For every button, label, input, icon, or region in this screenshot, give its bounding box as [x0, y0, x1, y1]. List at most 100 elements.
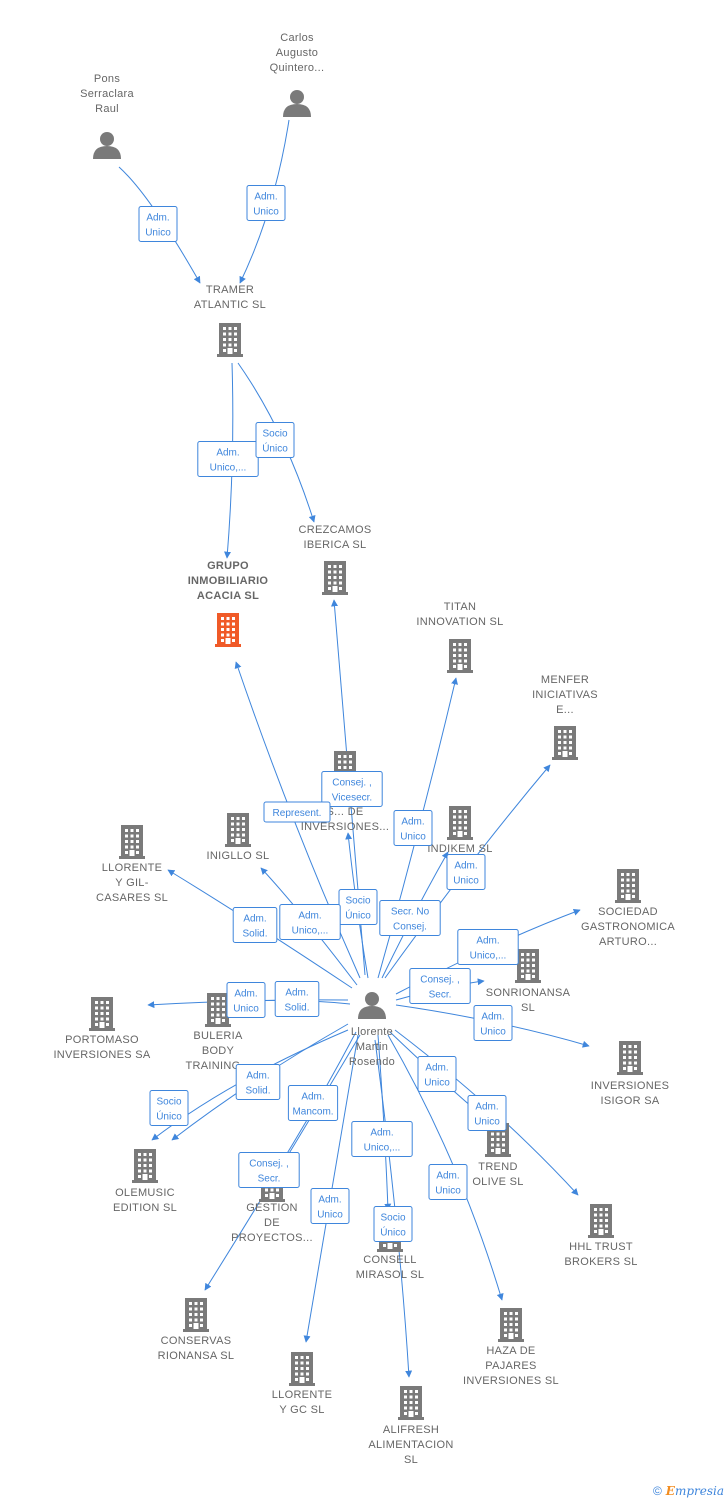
- building-icon[interactable]: [615, 869, 641, 903]
- role-text: Adm.: [298, 911, 321, 922]
- role-text: Adm.: [246, 1071, 269, 1082]
- edges-layer: [118, 119, 590, 1378]
- node-label-buleria: BULERIA: [193, 1030, 243, 1042]
- role-text: Secr.: [258, 1174, 281, 1185]
- role-badge-r11: Adm. Solid.: [232, 907, 278, 943]
- building-icon[interactable]: [119, 825, 145, 859]
- node-sociedad[interactable]: SOCIEDADGASTRONOMICAARTURO...: [581, 869, 675, 948]
- building-icon[interactable]: [215, 613, 241, 647]
- node-tramer[interactable]: TRAMER ATLANTIC SL: [194, 284, 266, 357]
- role-badge-r7: Adm.Unico: [393, 810, 433, 846]
- brand-name: Empresia: [665, 1484, 724, 1498]
- role-text: Solid.: [242, 929, 267, 940]
- building-icon[interactable]: [588, 1204, 614, 1238]
- building-icon[interactable]: [447, 639, 473, 673]
- node-label-trend: OLIVE SL: [472, 1176, 523, 1188]
- node-indikem[interactable]: INDIKEM SL: [427, 806, 492, 855]
- building-icon[interactable]: [289, 1352, 315, 1386]
- role-badge-r18: Adm. Solid.: [235, 1064, 281, 1100]
- building-icon[interactable]: [183, 1298, 209, 1332]
- building-icon[interactable]: [498, 1308, 524, 1342]
- building-icon[interactable]: [225, 813, 251, 847]
- node-menfer[interactable]: MENFERINICIATIVASE...: [532, 674, 598, 760]
- node-label-carlos: Carlos: [280, 32, 314, 44]
- building-icon[interactable]: [515, 949, 541, 983]
- role-text: Unico: [400, 832, 426, 843]
- person-icon[interactable]: [93, 132, 121, 159]
- role-text: Adm.: [243, 914, 266, 925]
- role-badge-r6: Represent.: [263, 801, 331, 823]
- node-label-menfer: MENFER: [541, 674, 589, 686]
- node-label-consell: MIRASOL SL: [356, 1269, 425, 1281]
- building-icon[interactable]: [132, 1149, 158, 1183]
- node-label-portomaso: PORTOMASO: [65, 1034, 139, 1046]
- empresia-watermark: ©Empresia: [653, 1484, 724, 1498]
- building-icon[interactable]: [552, 726, 578, 760]
- node-iniglo[interactable]: INIGLLO SL: [207, 813, 270, 862]
- node-label-isigor: ISIGOR SA: [601, 1095, 660, 1107]
- role-badge-r1: Adm.Unico: [138, 206, 178, 242]
- node-label-alifresh: ALIMENTACION: [368, 1439, 453, 1451]
- node-label-buleria: BODY: [202, 1045, 235, 1057]
- role-text: Socio: [345, 896, 370, 907]
- node-label-conservas: RIONANSA SL: [158, 1350, 235, 1362]
- node-label-alifresh: ALIFRESH: [383, 1424, 439, 1436]
- role-text: Adm.: [475, 1102, 498, 1113]
- role-badge-r8: Adm.Unico: [446, 854, 486, 890]
- person-icon[interactable]: [358, 992, 386, 1019]
- node-label-sociedad: SOCIEDAD: [598, 906, 658, 918]
- role-badge-r5: Consej. ,Vicesecr.: [321, 771, 383, 807]
- building-icon[interactable]: [398, 1386, 424, 1420]
- node-label-olemusic: OLEMUSIC: [115, 1187, 175, 1199]
- node-label-llorente_gil: CASARES SL: [96, 892, 168, 904]
- role-text: Adm.: [425, 1063, 448, 1074]
- role-text: Unico: [474, 1117, 500, 1128]
- role-text: Represent.: [273, 808, 322, 819]
- roles-layer: Adm.UnicoAdm.UnicoAdm.Unico,...SocioÚnic…: [138, 185, 519, 1242]
- building-icon[interactable]: [322, 561, 348, 595]
- role-text: Solid.: [245, 1086, 270, 1097]
- role-text: Unico: [424, 1078, 450, 1089]
- role-badge-r13: Adm.Unico,...: [457, 929, 519, 965]
- node-label-consell: CONSELL: [363, 1254, 416, 1266]
- role-text: Adm.: [234, 989, 257, 1000]
- role-text: Unico,...: [292, 926, 329, 937]
- node-carlos[interactable]: CarlosAugustoQuintero...: [270, 32, 325, 117]
- role-text: Adm.: [285, 988, 308, 999]
- node-label-llorente_gil: LLORENTE: [102, 862, 162, 874]
- node-buleria[interactable]: BULERIA BODY TRAINING...: [185, 993, 250, 1072]
- node-label-center: Martin: [356, 1041, 388, 1053]
- building-icon[interactable]: [447, 806, 473, 840]
- node-label-titan: TITAN: [444, 601, 476, 613]
- role-text: Unico: [453, 876, 479, 887]
- role-text: Adm.: [481, 1012, 504, 1023]
- node-label-center: Llorente: [351, 1026, 393, 1038]
- person-icon[interactable]: [283, 90, 311, 117]
- node-label-tramer: ATLANTIC SL: [194, 299, 266, 311]
- node-label-llorentegc: LLORENTE: [272, 1389, 332, 1401]
- building-icon[interactable]: [217, 323, 243, 357]
- node-label-buleria: TRAINING...: [185, 1060, 250, 1072]
- building-icon[interactable]: [89, 997, 115, 1031]
- node-label-indikem: INDIKEM SL: [427, 843, 492, 855]
- role-text: Unico: [145, 228, 171, 239]
- building-icon[interactable]: [205, 993, 231, 1027]
- building-icon[interactable]: [617, 1041, 643, 1075]
- node-label-tramer: TRAMER: [206, 284, 254, 296]
